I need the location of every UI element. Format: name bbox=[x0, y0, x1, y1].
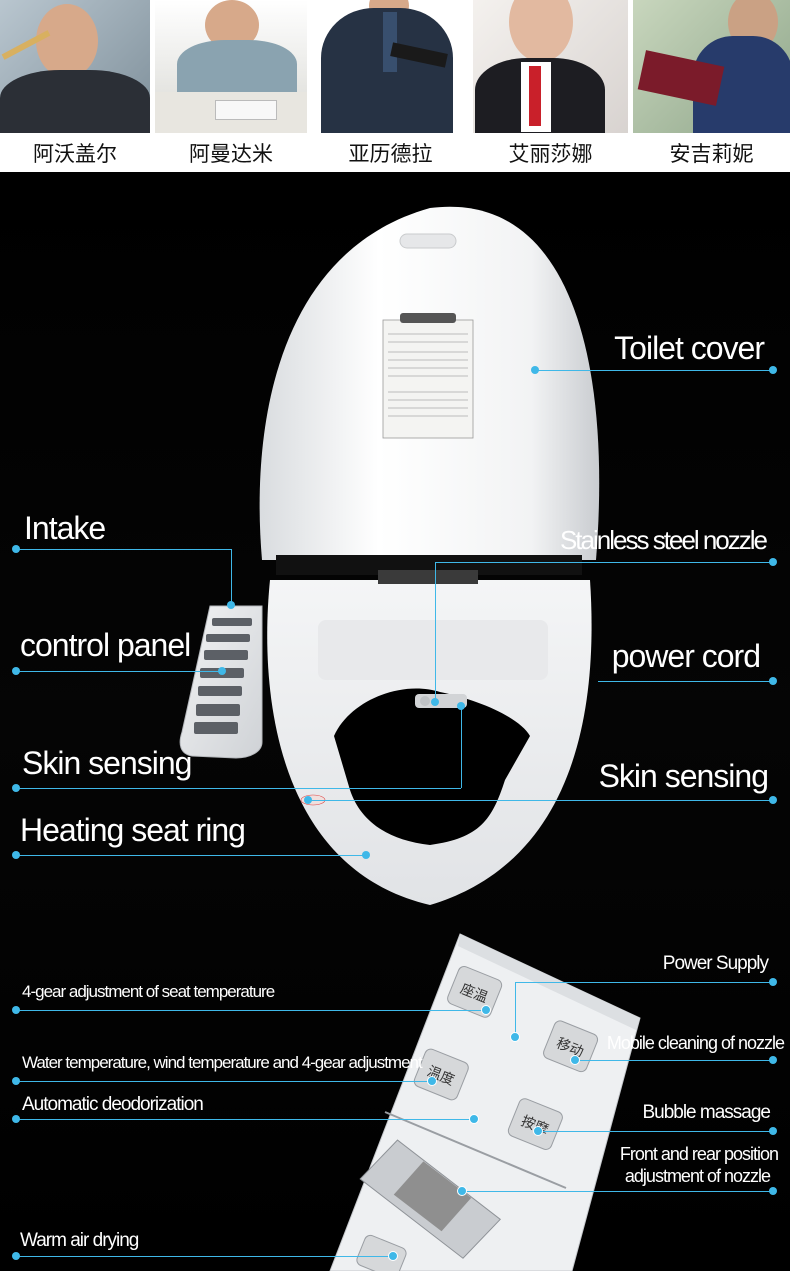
person-caption: 安吉莉妮 bbox=[669, 142, 754, 166]
callout-dot bbox=[570, 1055, 580, 1065]
callout-dot bbox=[769, 1187, 777, 1195]
callout-dot bbox=[12, 784, 20, 792]
label-front-rear-line2: adjustment of nozzle bbox=[624, 1166, 771, 1186]
callout-line bbox=[538, 1131, 773, 1132]
callout-dot bbox=[12, 1252, 20, 1260]
person-caption: 艾丽莎娜 bbox=[508, 142, 593, 166]
callout-dot bbox=[510, 1032, 520, 1042]
label-bubble-massage: Bubble massage bbox=[642, 1102, 771, 1123]
callout-dot bbox=[769, 677, 777, 685]
remote-panel-closeup: 座温 移动 温度 按摩 bbox=[329, 933, 641, 1271]
label-intake: Intake bbox=[24, 510, 106, 546]
callout-line bbox=[16, 671, 222, 672]
callout-line bbox=[515, 982, 773, 983]
label-deodorization: Automatic deodorization bbox=[22, 1094, 204, 1115]
callout-line bbox=[435, 562, 773, 563]
callout-line bbox=[462, 1191, 773, 1192]
label-skin-sensing-left: Skin sensing bbox=[22, 745, 192, 781]
callout-dot bbox=[457, 1186, 467, 1196]
callout-dot bbox=[769, 796, 777, 804]
callout-line bbox=[16, 1010, 486, 1011]
label-heating-seat-ring: Heating seat ring bbox=[20, 812, 246, 848]
callout-dot bbox=[12, 1006, 20, 1014]
label-toilet-cover: Toilet cover bbox=[614, 330, 765, 366]
person-photo-3 bbox=[313, 0, 468, 133]
label-stainless-nozzle: Stainless steel nozzle bbox=[559, 525, 768, 555]
label-seat-temp: 4-gear adjustment of seat temperature bbox=[22, 982, 275, 1001]
callout-dot bbox=[769, 366, 777, 374]
label-front-rear-line1: Front and rear position bbox=[619, 1144, 779, 1164]
callout-dot bbox=[388, 1251, 398, 1261]
callout-line bbox=[535, 370, 773, 371]
person-photo-1 bbox=[0, 0, 150, 133]
person-photo-2 bbox=[155, 0, 307, 133]
label-power-supply: Power Supply bbox=[662, 953, 769, 974]
callout-dot bbox=[457, 702, 465, 710]
callout-dot bbox=[769, 1056, 777, 1064]
callout-line bbox=[16, 1256, 393, 1257]
callout-line bbox=[575, 1060, 773, 1061]
label-water-temp: Water temperature, wind temperature and … bbox=[22, 1053, 423, 1072]
callout-dot bbox=[12, 1077, 20, 1085]
callout-line bbox=[435, 562, 436, 702]
callout-line bbox=[461, 706, 462, 788]
label-power-cord: power cord bbox=[611, 638, 761, 674]
callout-dot bbox=[531, 366, 539, 374]
label-warm-air: Warm air drying bbox=[20, 1230, 139, 1251]
callout-line bbox=[16, 855, 366, 856]
person-photo-5 bbox=[633, 0, 790, 133]
callout-line bbox=[515, 982, 516, 1037]
callout-dot bbox=[304, 796, 312, 804]
callout-dot bbox=[362, 851, 370, 859]
label-mobile-cleaning: Mobile cleaning of nozzle bbox=[606, 1033, 785, 1053]
label-control-panel: control panel bbox=[20, 627, 191, 663]
callout-dot bbox=[769, 1127, 777, 1135]
callout-dot bbox=[481, 1005, 491, 1015]
callout-line bbox=[16, 1081, 432, 1082]
callout-line bbox=[598, 681, 773, 682]
callout-dot bbox=[769, 558, 777, 566]
callout-dot bbox=[533, 1126, 543, 1136]
callout-dot bbox=[469, 1114, 479, 1124]
callout-dot bbox=[431, 698, 439, 706]
callout-line bbox=[231, 549, 232, 605]
person-caption: 阿沃盖尔 bbox=[33, 142, 117, 166]
callout-dot bbox=[769, 978, 777, 986]
people-strip: 阿沃盖尔 阿曼达米 亚历德拉 艾丽莎娜 安吉莉妮 bbox=[0, 0, 790, 172]
person-photo-4 bbox=[473, 0, 628, 133]
callout-dot bbox=[218, 667, 226, 675]
callout-line bbox=[308, 800, 773, 801]
callout-dot bbox=[227, 601, 235, 609]
callout-dot bbox=[427, 1076, 437, 1086]
callout-dot bbox=[12, 545, 20, 553]
callout-line bbox=[16, 549, 231, 550]
person-caption: 阿曼达米 bbox=[189, 142, 273, 166]
callout-line bbox=[16, 788, 461, 789]
label-skin-sensing-right: Skin sensing bbox=[598, 758, 769, 794]
callout-dot bbox=[12, 1115, 20, 1123]
callout-dot bbox=[12, 667, 20, 675]
callout-line bbox=[16, 1119, 474, 1120]
person-caption: 亚历德拉 bbox=[348, 142, 433, 166]
callout-dot bbox=[12, 851, 20, 859]
